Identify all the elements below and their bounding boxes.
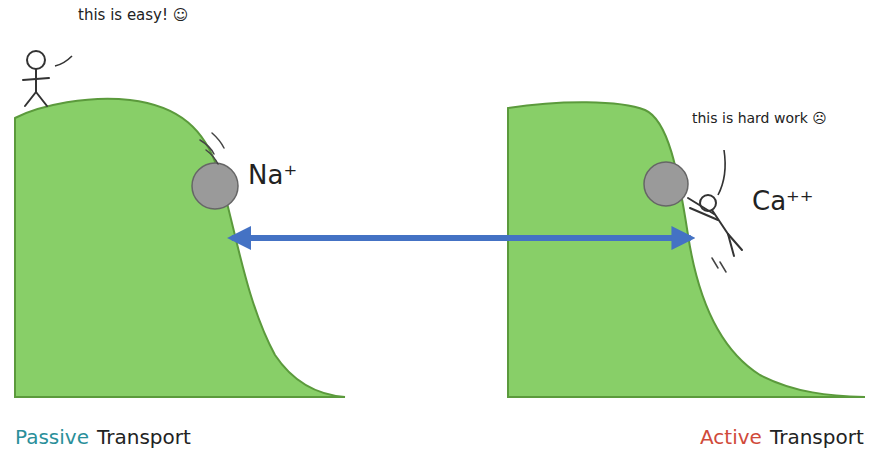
stick-figure [23,51,49,106]
boulder [192,163,238,209]
hill-node: PassiveTransport [15,95,350,397]
stick-figure [688,195,742,256]
boulder [644,162,688,206]
speech-line [718,150,725,195]
double-arrow [232,235,691,241]
annotation-label: Ca⁺⁺ [752,186,814,216]
caption-word: Transport [770,425,864,449]
hill-node: ActiveTransport [508,100,868,397]
annotation-label: this is hard work ☹ [692,110,827,126]
caption-word: Transport [97,425,191,449]
hill-caption: Passive Transport [15,425,191,449]
speech-line [55,56,72,66]
annotation-label: Na⁺ [248,160,297,190]
caption-word: Active [700,425,762,449]
caption-word: Passive [15,425,89,449]
hill-outline [508,102,865,397]
hill-caption: Active Transport [700,425,864,449]
hill-outline [15,99,345,397]
motion-marks [712,258,726,272]
annotation-label: this is easy! ☺ [78,6,188,24]
hill-shape [508,100,868,397]
motion-marks [200,133,224,164]
hill-shape [15,95,350,397]
